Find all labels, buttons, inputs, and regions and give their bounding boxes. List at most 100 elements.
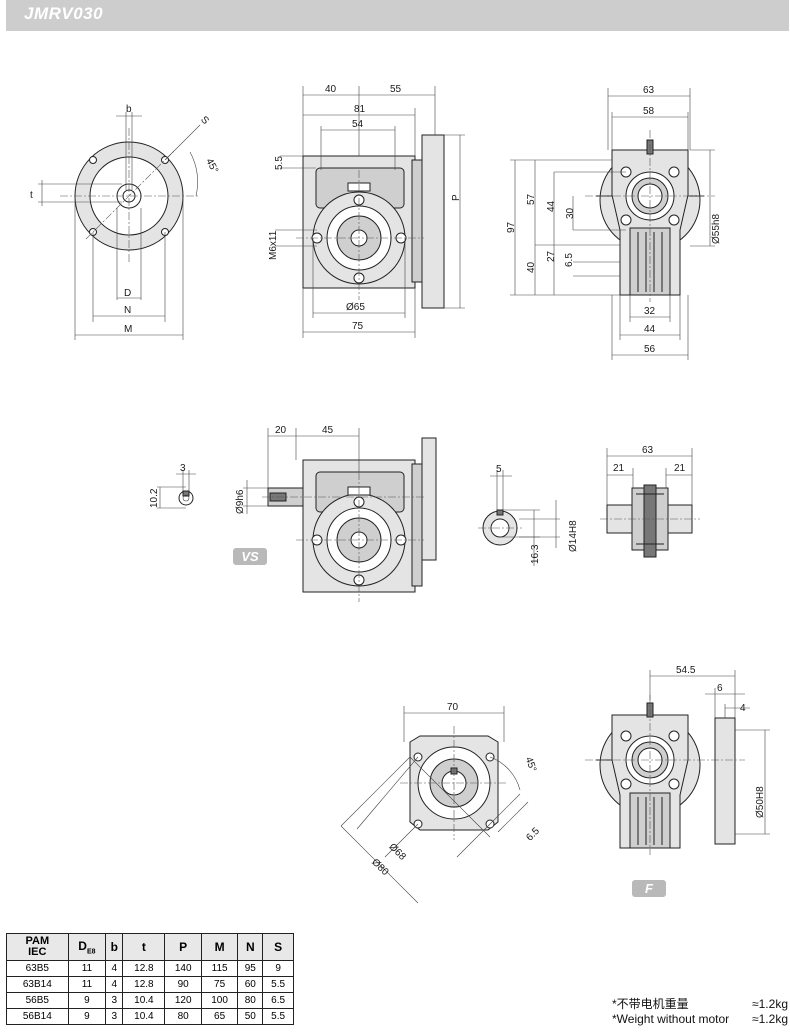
- dim-75: 75: [352, 321, 364, 332]
- header-n: N: [237, 933, 264, 961]
- weight-value-en: ≈1.2kg: [752, 1012, 788, 1026]
- dim-81: 81: [354, 104, 366, 115]
- table-cell: 80: [164, 1008, 202, 1025]
- dim-dia65: Ø65: [346, 302, 365, 313]
- dim-key-3: 3: [180, 463, 186, 474]
- dim-t: t: [30, 190, 33, 201]
- dim-side-63: 63: [643, 85, 655, 96]
- table-cell: 5.5: [262, 1008, 294, 1025]
- dim-b: b: [126, 104, 132, 115]
- table-cell: 56B5: [6, 992, 69, 1009]
- header-p: P: [164, 933, 202, 961]
- table-cell: 9: [262, 960, 294, 977]
- dim-n: N: [124, 305, 131, 316]
- table-cell: 75: [200, 976, 239, 993]
- dim-m: M: [124, 324, 132, 335]
- table-row: 56B5 9 3 10.4 120 100 80 6.5: [6, 992, 294, 1009]
- thread-m6x11: M6x11: [268, 230, 279, 260]
- dim-side-30: 30: [565, 207, 576, 219]
- table-cell: 4: [105, 960, 124, 977]
- header-b: b: [105, 933, 124, 961]
- table-cell: 60: [237, 976, 264, 993]
- dim-side-56: 56: [644, 344, 656, 355]
- table-cell: 95: [237, 960, 264, 977]
- dim-foot-dia80: Ø80: [369, 857, 390, 878]
- view-side: 63 58 97 57 40 44 27 30 6.5: [506, 85, 722, 360]
- dim-f-4: 4: [740, 703, 746, 714]
- dim-foot-6-5: 6.5: [524, 826, 542, 844]
- dim-angle-45: 45°: [203, 157, 220, 176]
- header-pam: PAM: [25, 935, 50, 947]
- header-pam-iec: PAM IEC: [6, 933, 69, 961]
- table-cell: 115: [200, 960, 239, 977]
- table-cell: 65: [200, 1008, 239, 1025]
- table-cell: 5.5: [262, 976, 294, 993]
- header-iec: IEC: [28, 946, 47, 958]
- dim-side-57: 57: [526, 193, 537, 205]
- dim-hole-5: 5: [496, 464, 502, 475]
- spec-table: PAM IEC DE8 b t P M N S 63B5 11 4 12.8 1…: [6, 933, 294, 1025]
- table-cell: 12.8: [122, 976, 166, 993]
- badge-f: F: [632, 880, 666, 897]
- weight-label-cn: *不带电机重量: [612, 997, 689, 1011]
- table-cell: 80: [237, 992, 264, 1009]
- spec-table-header: PAM IEC DE8 b t P M N S: [6, 933, 294, 961]
- table-row: 63B5 11 4 12.8 140 115 95 9: [6, 960, 294, 977]
- table-cell: 3: [105, 992, 124, 1009]
- table-cell: 10.4: [122, 992, 166, 1009]
- table-cell: 10.4: [122, 1008, 166, 1025]
- table-cell: 50: [237, 1008, 264, 1025]
- table-cell: 12.8: [122, 960, 166, 977]
- header-de-sub: E8: [86, 948, 96, 956]
- dim-side-58: 58: [643, 106, 655, 117]
- header-de-main: D: [78, 938, 87, 953]
- header-t: t: [122, 933, 166, 961]
- table-cell: 56B14: [6, 1008, 69, 1025]
- header-de: DE8: [67, 933, 107, 961]
- dim-side-27: 27: [546, 250, 557, 262]
- dim-side-44: 44: [546, 200, 557, 212]
- dim-side-32: 32: [644, 306, 656, 317]
- table-cell: 4: [105, 976, 124, 993]
- table-cell: 140: [164, 960, 202, 977]
- view-output-hole: 5 16.3 Ø14H8: [478, 464, 579, 566]
- header-s: S: [262, 933, 294, 961]
- table-cell: 9: [67, 992, 107, 1009]
- dim-d: D: [124, 288, 131, 299]
- dim-hole-dia14: Ø14H8: [568, 520, 579, 552]
- dim-vs-20: 20: [275, 425, 287, 436]
- dim-side-97: 97: [506, 221, 517, 233]
- header-m: M: [200, 933, 239, 961]
- table-row: 63B14 11 4 12.8 90 75 60 5.5: [6, 976, 294, 993]
- title-bar: JMRV030: [6, 0, 789, 31]
- view-foot-flange: 70 45° Ø68 Ø80 6.5: [340, 702, 542, 904]
- table-cell: 100: [200, 992, 239, 1009]
- dim-shaft-21a: 21: [613, 463, 625, 474]
- dim-f-dia50: Ø50H8: [755, 786, 766, 818]
- dim-f-6: 6: [717, 683, 723, 694]
- table-cell: 90: [164, 976, 202, 993]
- table-cell: 3: [105, 1008, 124, 1025]
- dim-side-dia55: Ø55h8: [711, 214, 722, 244]
- dim-foot-dia68: Ø68: [387, 842, 408, 863]
- dim-55: 55: [390, 84, 402, 95]
- view-motor-flange: b S 45° t D N M: [30, 104, 220, 340]
- dim-hole-16-3: 16.3: [530, 544, 541, 564]
- dim-side-44b: 44: [644, 324, 656, 335]
- table-cell: 9: [67, 1008, 107, 1025]
- view-front: 40 55 81 54 5.5 M6x11 P Ø65: [268, 84, 465, 338]
- table-cell: 6.5: [262, 992, 294, 1009]
- table-cell: 63B14: [6, 976, 69, 993]
- table-cell: 63B5: [6, 960, 69, 977]
- weight-note-en: *Weight without motor ≈1.2kg: [612, 1012, 788, 1027]
- view-f: 54.5 6 4 Ø50H8: [585, 665, 770, 855]
- dim-54: 54: [352, 119, 364, 130]
- view-vs: 20 45 Ø9h6: [235, 425, 437, 602]
- model-title: JMRV030: [24, 4, 104, 23]
- dim-foot-45: 45°: [523, 756, 539, 774]
- dim-vs-45: 45: [322, 425, 334, 436]
- weight-note: *不带电机重量 ≈1.2kg *Weight without motor ≈1.…: [612, 997, 788, 1027]
- dim-p: P: [451, 194, 462, 201]
